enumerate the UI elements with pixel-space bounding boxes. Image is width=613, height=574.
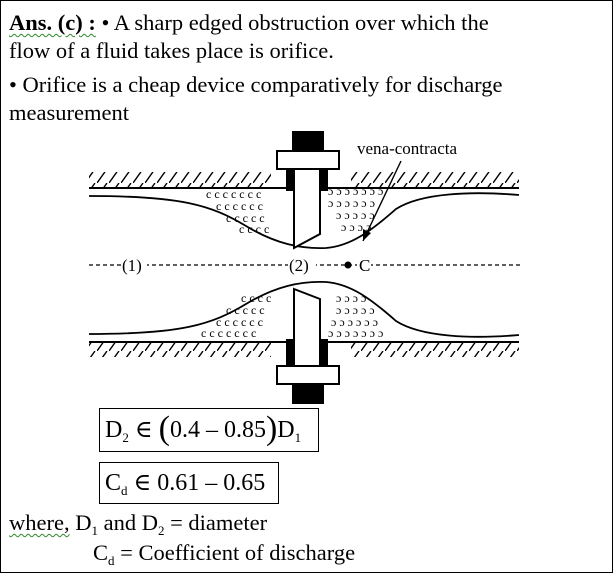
diameter-range: 0.4 – 0.85 [169,417,266,443]
where-and: and [103,510,137,535]
downstream-eddies-bottom: ɔ ɔ ɔ ɔ ɔ ɔ ɔ ɔ ɔ ɔ ɔ ɔ ɔ ɔ ɔ ɔ ɔ ɔ ɔ ɔ … [328,291,383,340]
answer-label: Ans. (c) : [9,10,96,35]
top-bolt [276,131,340,250]
element-of-symbol: ∈ [134,417,153,443]
answer-text-3: Orifice is a cheap device comparatively … [22,72,503,97]
bottom-bolt [276,287,340,404]
svg-text:c c c c c: c c c c c [226,211,265,225]
where-d1: D [75,510,92,535]
element-of-symbol-2: ∈ [133,470,152,496]
svg-text:c c c c: c c c c [239,222,269,236]
d2-subscript: 2 [122,430,129,445]
answer-text-1: A sharp edged obstruction over which the [113,10,489,35]
d1-symbol: D [277,417,295,443]
svg-text:ɔ ɔ ɔ ɔ ɔ: ɔ ɔ ɔ ɔ ɔ [336,208,375,222]
svg-text:c c c c c c: c c c c c c [216,315,263,329]
svg-text:ɔ ɔ ɔ ɔ: ɔ ɔ ɔ ɔ [336,291,366,305]
svg-text:c c c c c c c: c c c c c c c [201,326,256,340]
svg-text:c c c c c: c c c c c [226,303,265,317]
vena-contracta-arrowhead [363,229,371,241]
where-diameter-def: = diameter [170,510,268,535]
d1-subscript: 1 [294,430,302,445]
diameter-ratio-formula: D2 ∈ (0.4 – 0.85)D1 [99,408,319,452]
svg-text:ɔ ɔ ɔ ɔ ɔ ɔ: ɔ ɔ ɔ ɔ ɔ ɔ [328,196,375,210]
d2-symbol: D [105,417,123,443]
vena-contracta-arrow [362,160,402,242]
answer-line-3: • Orifice is a cheap device comparativel… [9,72,503,98]
bullet-2: • [9,72,17,97]
answer-line-1: Ans. (c) : • A sharp edged obstruction o… [9,10,489,36]
svg-text:ɔ ɔ ɔ ɔ ɔ ɔ: ɔ ɔ ɔ ɔ ɔ ɔ [331,315,378,329]
section-c-label: C [359,256,370,275]
top-streamline [88,192,520,250]
cd-subscript: d [121,483,128,498]
where-d2: D [141,510,158,535]
cd-symbol: C [105,470,122,496]
where-line: where, D1 and D2 = diameter [9,510,268,538]
svg-text:c c c c c c c: c c c c c c c [206,187,261,201]
section-2-label: (2) [289,256,309,275]
bullet-1: • [101,10,110,35]
where-word: where, [9,510,70,535]
svg-text:ɔ ɔ ɔ ɔ ɔ: ɔ ɔ ɔ ɔ ɔ [336,303,375,317]
answer-text-4: measurement [9,100,129,125]
upstream-eddies-top: c c c c c c c c c c c c c c c c c c c c … [206,187,269,236]
bottom-streamline [88,280,520,338]
section-1-label: (1) [122,256,142,275]
answer-text-2: flow of a fluid takes place is orifice. [9,38,334,63]
cd-range: 0.61 – 0.65 [157,470,266,496]
cd-def-symbol: C [93,540,109,565]
cd-def-subscript: d [108,553,115,568]
answer-line-4: measurement [9,100,129,126]
answer-line-2: flow of a fluid takes place is orifice. [9,38,334,64]
cd-definition-line: Cd = Coefficient of discharge [93,540,356,568]
cd-definition: = Coefficient of discharge [120,540,356,565]
vena-contracta-point [344,261,352,269]
discharge-coefficient-formula: Cd ∈ 0.61 – 0.65 [99,462,279,504]
where-d1-subscript: 1 [91,523,98,538]
svg-text:c c c c c c: c c c c c c [216,199,263,213]
svg-text:ɔ ɔ ɔ ɔ ɔ ɔ ɔ: ɔ ɔ ɔ ɔ ɔ ɔ ɔ [328,184,383,198]
vena-contracta-label: vena-contracta [357,139,457,158]
where-d2-subscript: 2 [157,523,165,538]
svg-text:ɔ ɔ ɔ ɔ ɔ ɔ ɔ: ɔ ɔ ɔ ɔ ɔ ɔ ɔ [328,326,383,340]
svg-text:c c c c: c c c c [241,291,271,305]
upstream-eddies-bottom: c c c c c c c c c c c c c c c c c c c c … [201,291,271,340]
